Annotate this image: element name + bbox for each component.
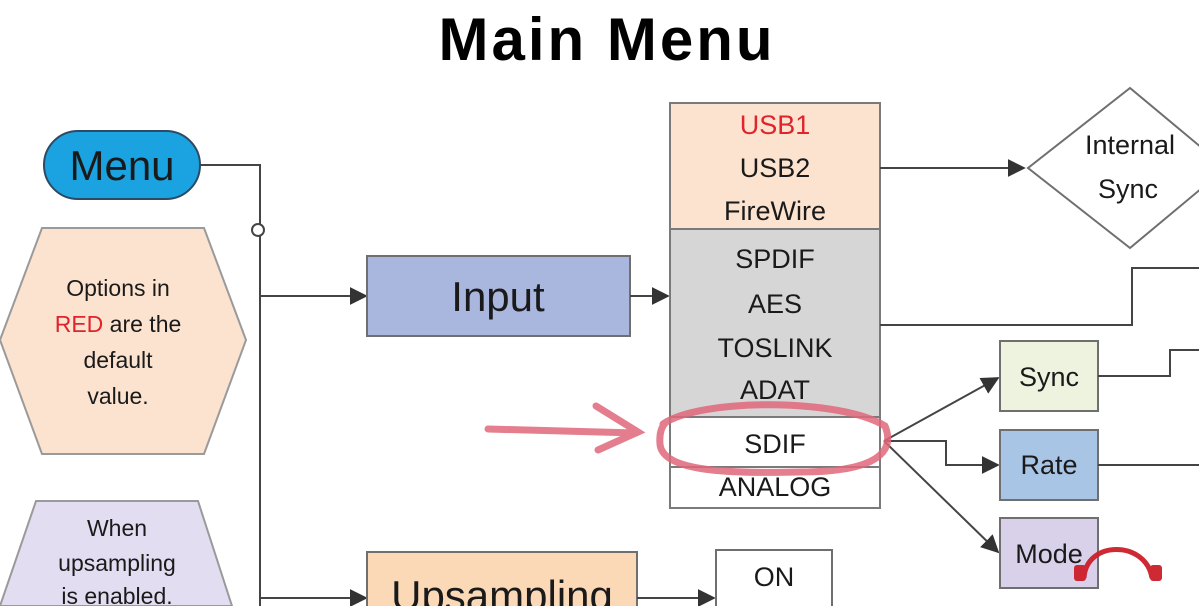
input-option-sdif: SDIF	[744, 429, 806, 459]
input-node: Input	[366, 255, 631, 337]
input-option-analog: ANALOG	[719, 472, 832, 502]
note-upsampling-line3: is enabled.	[61, 583, 172, 606]
menu-label: Menu	[69, 142, 174, 189]
note-default-line4: value.	[87, 383, 148, 409]
input-option-adat: ADAT	[740, 375, 810, 405]
sync-node: Sync	[999, 340, 1099, 412]
note-upsampling-line1: When	[87, 515, 147, 541]
headphone-logo	[1074, 547, 1162, 581]
highlight-ellipse	[656, 401, 892, 476]
input-label: Input	[451, 273, 545, 320]
rate-label: Rate	[1020, 450, 1077, 480]
input-option-firewire: FireWire	[724, 196, 826, 226]
input-option-usb1: USB1	[740, 110, 811, 140]
upsampling-note: When upsampling is enabled.	[0, 500, 234, 606]
input-option-usb2: USB2	[740, 153, 811, 183]
internal-sync-line2: Sync	[1098, 174, 1158, 204]
sync-connector	[1098, 349, 1199, 377]
input-option-toslink: TOSLINK	[717, 333, 832, 363]
on-node: ON	[715, 549, 833, 606]
internal-sync-node: Internal Sync	[1026, 86, 1199, 250]
rate-node: Rate	[999, 429, 1099, 501]
page-title: Main Menu	[439, 6, 776, 73]
highlight-annotation	[484, 401, 892, 476]
mode-label: Mode	[1015, 539, 1083, 569]
gray-group-connector	[880, 267, 1199, 326]
menu-connectors	[200, 164, 368, 606]
menu-node: Menu	[43, 130, 201, 200]
input-options-column: USB1 USB2 FireWire SPDIF AES TOSLINK ADA…	[669, 102, 881, 509]
note-default-line1: Options in	[66, 275, 170, 301]
default-values-note: Options in RED are the default value.	[0, 227, 248, 455]
upsampling-node: Upsampling	[366, 551, 638, 606]
note-default-line3: default	[83, 347, 153, 373]
note-default-line2: RED are the	[55, 311, 182, 337]
on-label: ON	[754, 562, 795, 592]
note-default-red-word: RED	[55, 311, 104, 337]
upsampling-label: Upsampling	[391, 572, 613, 606]
sync-label: Sync	[1019, 362, 1079, 392]
input-option-spdif: SPDIF	[735, 244, 815, 274]
note-default-line2-rest: are the	[103, 311, 181, 337]
internal-sync-line1: Internal	[1085, 130, 1175, 160]
sdif-branches	[883, 377, 1000, 554]
input-option-aes: AES	[748, 289, 802, 319]
note-upsampling-line2: upsampling	[58, 550, 176, 576]
